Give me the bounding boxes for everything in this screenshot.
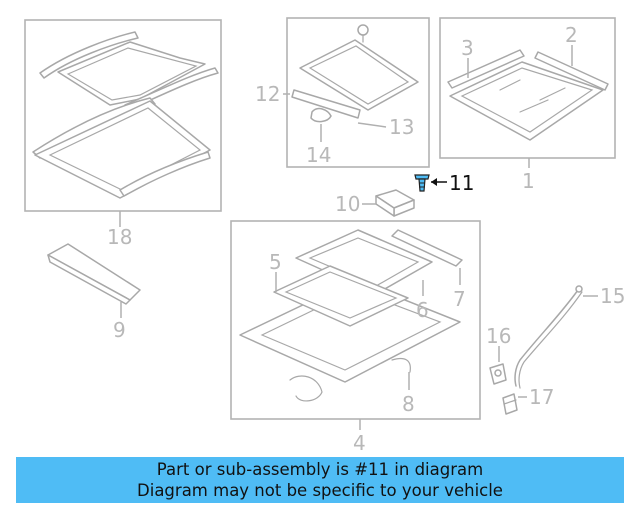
part-9-rail-trim <box>47 243 141 305</box>
group-box-18 <box>24 19 222 212</box>
callout-12: 12 <box>255 82 280 106</box>
part-17-drain-valve <box>502 393 518 415</box>
callout-9: 9 <box>113 318 126 342</box>
callout-16: 16 <box>486 324 511 348</box>
callout-6: 6 <box>416 298 429 322</box>
callout-2: 2 <box>565 23 578 47</box>
group-box-4 <box>230 220 481 420</box>
banner-line-1: Part or sub-assembly is #11 in diagram <box>156 460 484 479</box>
callout-11: 11 <box>449 171 474 195</box>
leader-13 <box>357 122 387 128</box>
part-10-clip <box>375 189 415 217</box>
callout-1: 1 <box>522 169 535 193</box>
group-box-12 <box>286 17 430 168</box>
part-4-frame-assembly <box>239 229 463 402</box>
part-15-drain-hose <box>514 285 583 389</box>
callout-10: 10 <box>335 192 360 216</box>
part-18-roof-panel <box>32 31 219 199</box>
callout-17: 17 <box>529 385 554 409</box>
part-16-grommet <box>489 363 507 385</box>
callout-4: 4 <box>353 431 366 455</box>
callout-13: 13 <box>389 115 414 139</box>
callout-18: 18 <box>107 225 132 249</box>
callout-7: 7 <box>453 287 466 311</box>
part-1-glass-panel <box>447 49 609 141</box>
part-12-sunshade <box>291 24 419 123</box>
callout-5: 5 <box>269 250 282 274</box>
callout-14: 14 <box>306 143 331 167</box>
callout-8: 8 <box>402 392 415 416</box>
part-11-bolt <box>414 174 430 192</box>
group-box-1 <box>439 17 616 159</box>
banner-line-2: Diagram may not be specific to your vehi… <box>137 481 503 500</box>
callout-3: 3 <box>461 36 474 60</box>
callout-15: 15 <box>600 284 625 308</box>
info-banner: Part or sub-assembly is #11 in diagram D… <box>16 457 624 503</box>
